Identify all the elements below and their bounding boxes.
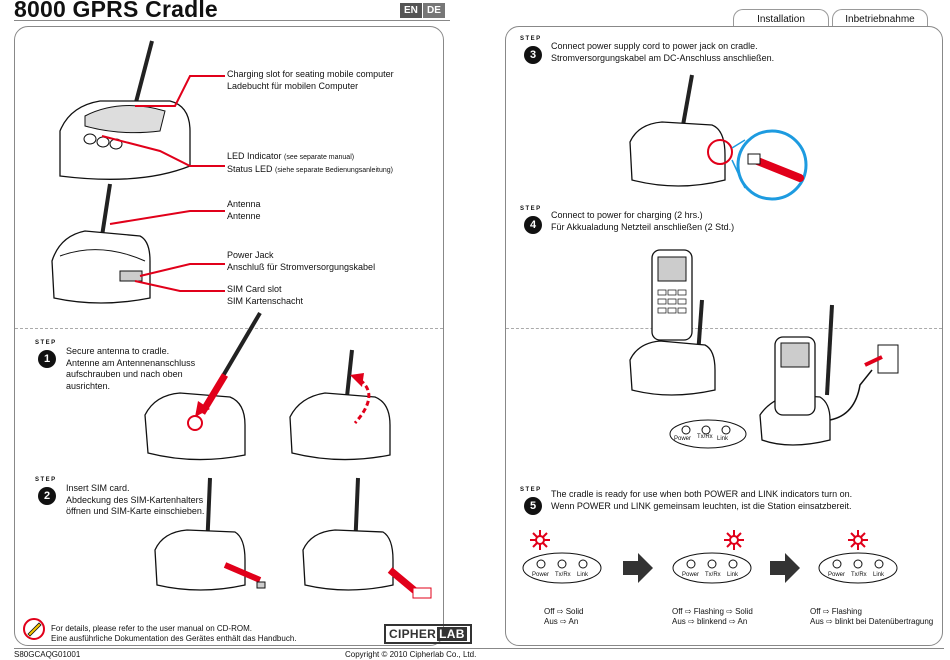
step-word: STEP bbox=[520, 206, 542, 212]
led-label-link: Link bbox=[727, 572, 739, 578]
callout-text-de: Antenne bbox=[227, 210, 261, 221]
callout-text-en: Power Jack bbox=[227, 250, 274, 260]
led-label-power: Power bbox=[532, 572, 550, 578]
step-3-text: Connect power supply cord to power jack … bbox=[551, 41, 775, 63]
tab-inbetriebnahme[interactable]: Inbetriebnahme bbox=[832, 9, 928, 29]
callout-note-en: (see separate manual) bbox=[284, 154, 355, 161]
page-title: 8000 GPRS Cradle bbox=[14, 0, 218, 22]
step-5-badge: 5 bbox=[524, 497, 542, 515]
state-1-text: Off ⇨ Solid Aus ⇨ An bbox=[544, 607, 584, 626]
step-1-text: Secure antenna to cradle. Antenne am Ant… bbox=[66, 346, 196, 391]
led-state-1 bbox=[522, 530, 602, 584]
state-2-text: Off ⇨ Flashing ⇨ Solid Aus ⇨ blinkend ⇨ … bbox=[672, 607, 753, 626]
step-word: STEP bbox=[520, 36, 542, 42]
manual-note: For details, please refer to the user ma… bbox=[51, 624, 297, 643]
left-divider bbox=[15, 328, 443, 329]
document-code: S80GCAQG01001 bbox=[14, 650, 81, 659]
led-panel-illustration bbox=[669, 419, 747, 449]
arrow-right-icon bbox=[623, 553, 653, 583]
step-5-text: The cradle is ready for use when both PO… bbox=[551, 489, 853, 511]
led-label-link: Link bbox=[577, 572, 589, 578]
pencil-icon bbox=[23, 618, 45, 640]
step-2-badge: 2 bbox=[38, 487, 56, 505]
callout-sim-slot: SIM Card slot SIM Kartenschacht bbox=[227, 284, 303, 307]
state-3-text: Off ⇨ Flashing Aus ⇨ blinkt bei Datenübe… bbox=[810, 607, 934, 626]
callout-text-de: Anschluß für Stromversorgungskabel bbox=[227, 261, 376, 272]
led-label-txrx: Tx/Rx bbox=[697, 434, 713, 440]
copyright: Copyright © 2010 Cipherlab Co., Ltd. bbox=[345, 650, 477, 659]
led-label-link: Link bbox=[873, 572, 885, 578]
callout-note-de: (siehe separate Bedienungsanleitung) bbox=[275, 166, 393, 174]
arrow-right-icon bbox=[770, 553, 800, 583]
step-1-illustration bbox=[144, 311, 391, 461]
step-2-illustration bbox=[154, 477, 432, 599]
led-label-power: Power bbox=[674, 436, 692, 442]
callout-text-en: Antenna bbox=[227, 199, 261, 209]
callout-text-en: LED Indicator bbox=[227, 151, 282, 161]
cradle-top-view bbox=[59, 40, 191, 180]
led-state-3 bbox=[818, 530, 898, 584]
led-label-txrx: Tx/Rx bbox=[851, 572, 867, 578]
lang-de-badge[interactable]: DE bbox=[423, 3, 445, 18]
callout-antenna: Antenna Antenne bbox=[227, 199, 261, 222]
callout-charging-slot: Charging slot for seating mobile compute… bbox=[227, 69, 394, 92]
step-word: STEP bbox=[520, 487, 542, 493]
step-3-badge: 3 bbox=[524, 46, 542, 64]
cradle-side-view bbox=[51, 183, 151, 304]
led-state-2 bbox=[672, 530, 752, 584]
callout-text-de: Ladebucht für mobilen Computer bbox=[227, 80, 359, 91]
step-1-badge: 1 bbox=[38, 350, 56, 368]
led-label-power: Power bbox=[828, 572, 846, 578]
step-word: STEP bbox=[35, 477, 57, 483]
title-rule bbox=[14, 20, 450, 21]
led-label-power: Power bbox=[682, 572, 700, 578]
led-label-txrx: Tx/Rx bbox=[705, 572, 721, 578]
right-divider bbox=[506, 328, 942, 329]
step-4-badge: 4 bbox=[524, 216, 542, 234]
led-label-txrx: Tx/Rx bbox=[555, 572, 571, 578]
led-label-link: Link bbox=[717, 436, 729, 442]
callout-text-de: Status LED bbox=[227, 163, 273, 174]
led-state-diagrams bbox=[522, 530, 898, 584]
callout-text-en: Charging slot for seating mobile compute… bbox=[227, 69, 394, 79]
step-4-illustration bbox=[629, 249, 899, 446]
callout-power-jack: Power Jack Anschluß für Stromversorgungs… bbox=[227, 250, 375, 273]
lang-en-badge[interactable]: EN bbox=[400, 3, 422, 18]
callout-text-en: SIM Card slot bbox=[227, 284, 282, 294]
step-3-illustration bbox=[629, 74, 808, 201]
tab-installation[interactable]: Installation bbox=[733, 9, 829, 29]
callout-led-indicator: LED Indicator (see separate manual) Stat… bbox=[227, 151, 393, 176]
step-2-text: Insert SIM card. Abdeckung des SIM-Karte… bbox=[66, 483, 205, 516]
overview-illustration bbox=[51, 40, 225, 304]
step-word: STEP bbox=[35, 340, 57, 346]
right-panel bbox=[505, 26, 943, 646]
bottom-rule bbox=[14, 648, 944, 649]
callout-text-de: SIM Kartenschacht bbox=[227, 295, 304, 306]
step-4-text: Connect to power for charging (2 hrs.) F… bbox=[551, 210, 735, 232]
